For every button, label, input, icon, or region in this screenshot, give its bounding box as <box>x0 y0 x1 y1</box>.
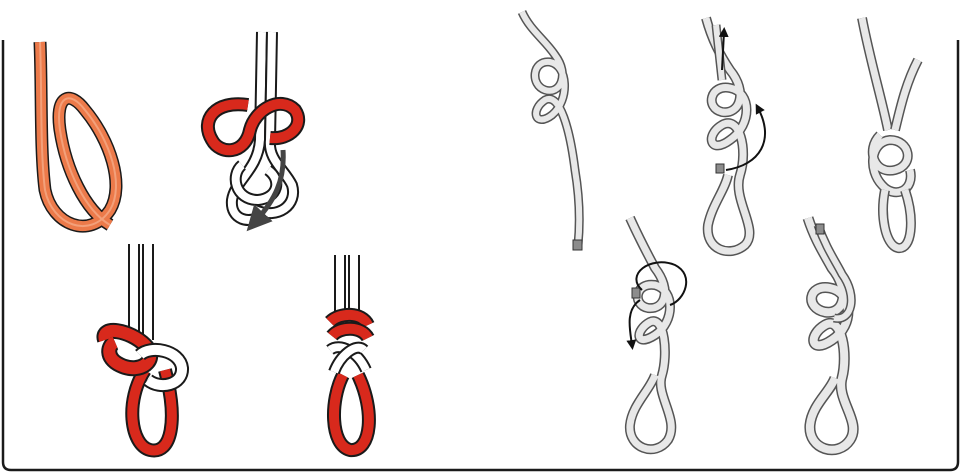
rope-1-figure-eight-icon <box>522 12 582 250</box>
step-3-dressed-knot-icon <box>104 244 182 450</box>
step-2-threading-icon <box>208 32 298 222</box>
step-1-flat-loop-icon <box>40 42 116 226</box>
rope-4-threading-wrap-icon <box>630 218 687 449</box>
rope-5-double-figure-eight-icon <box>808 218 853 450</box>
step-4-finished-knot-icon <box>330 255 369 450</box>
rope-3-tightened-knot-icon <box>862 18 918 248</box>
rope-2-retrace-icon <box>706 18 765 251</box>
